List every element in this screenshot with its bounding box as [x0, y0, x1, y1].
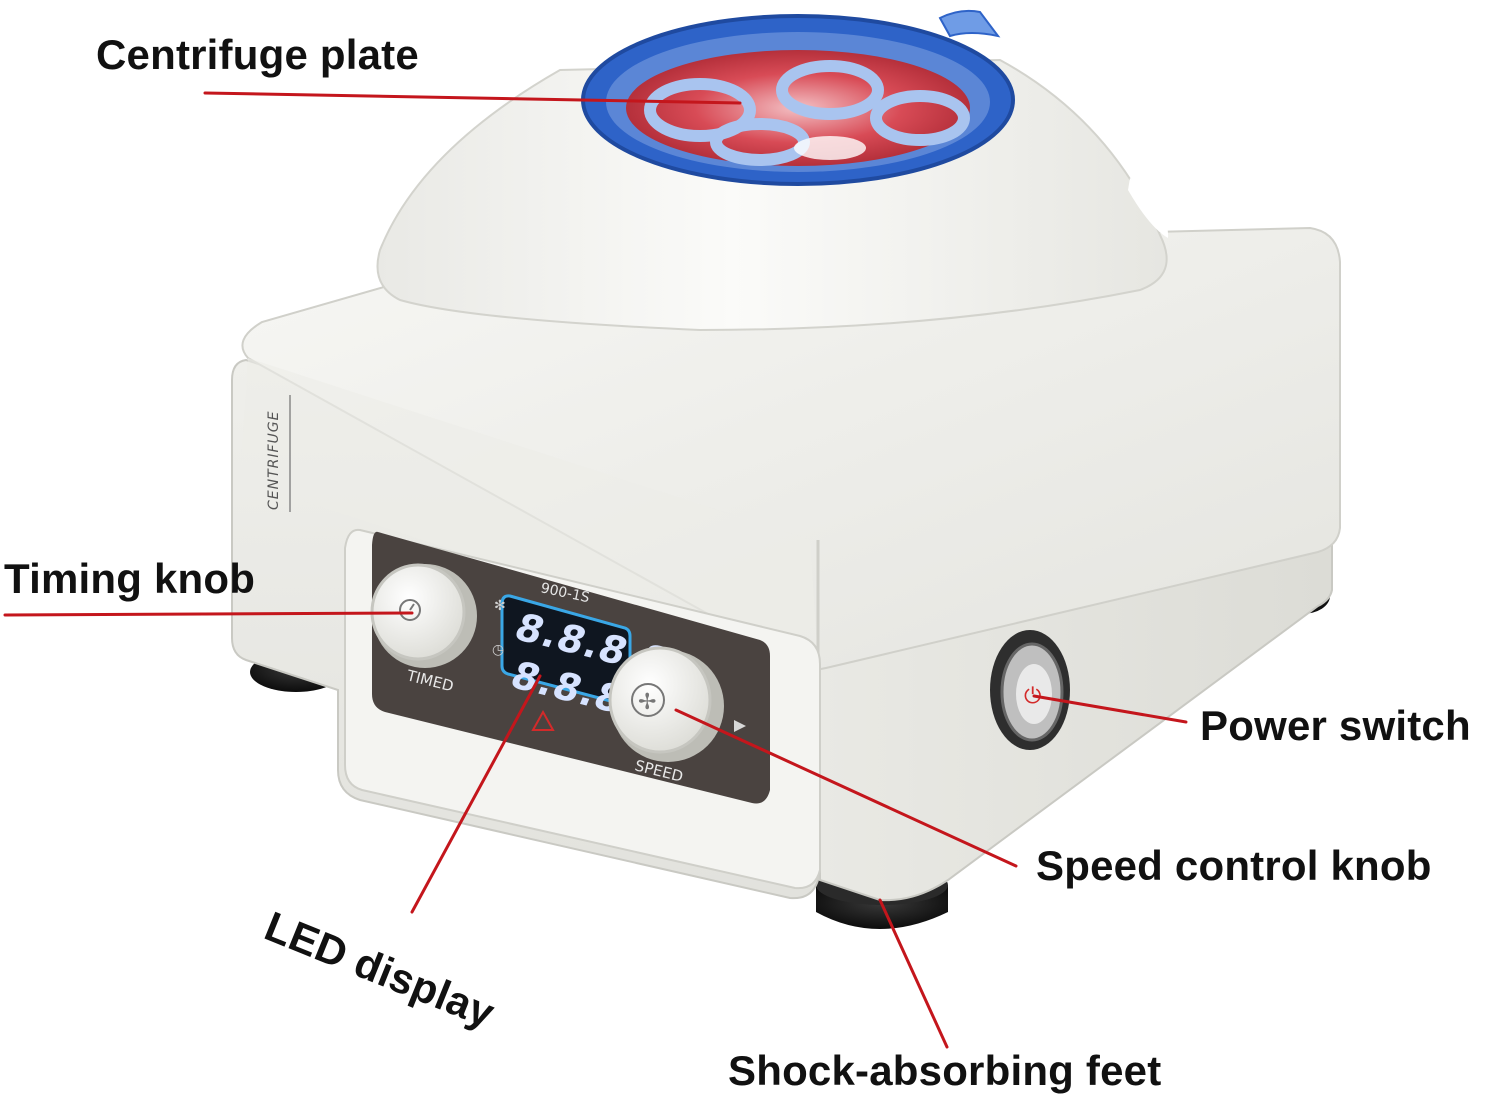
svg-text:✢: ✢	[638, 690, 656, 715]
power-switch[interactable]: ⏻	[990, 630, 1070, 750]
leader-timing-knob	[3, 611, 414, 617]
fan-glyph-small: ✻	[494, 598, 506, 614]
leader-shock-absorbing-feet	[878, 898, 949, 1049]
timer-icon	[399, 599, 421, 621]
speed-control-knob[interactable]: ✢ SPEED	[608, 646, 746, 786]
warning-icon	[531, 709, 555, 731]
brand-text: CENTRIFUGE	[266, 411, 282, 511]
fan-icon	[631, 683, 665, 717]
leader-centrifuge-plate	[203, 91, 742, 105]
control-panel: 900-1S 8.8.8.8. 8.8.8.8. ✻ ◷ TIMED ✢ SPE…	[344, 528, 821, 890]
tube-holders	[644, 60, 970, 166]
leader-power-switch	[1032, 694, 1188, 724]
leader-lines	[3, 91, 1188, 1049]
callout-power-switch: Power switch	[1200, 702, 1471, 749]
callout-centrifuge-plate: Centrifuge plate	[96, 31, 419, 78]
leader-speed-control-knob	[674, 708, 1018, 868]
callout-timing-knob: Timing knob	[4, 555, 256, 602]
centrifuge-plate	[581, 9, 1015, 186]
callout-speed-control-knob: Speed control knob	[1036, 842, 1432, 889]
leader-led-display	[410, 674, 542, 914]
callout-shock-absorbing-feet: Shock-absorbing feet	[728, 1047, 1162, 1094]
clock-glyph-small: ◷	[492, 642, 504, 658]
